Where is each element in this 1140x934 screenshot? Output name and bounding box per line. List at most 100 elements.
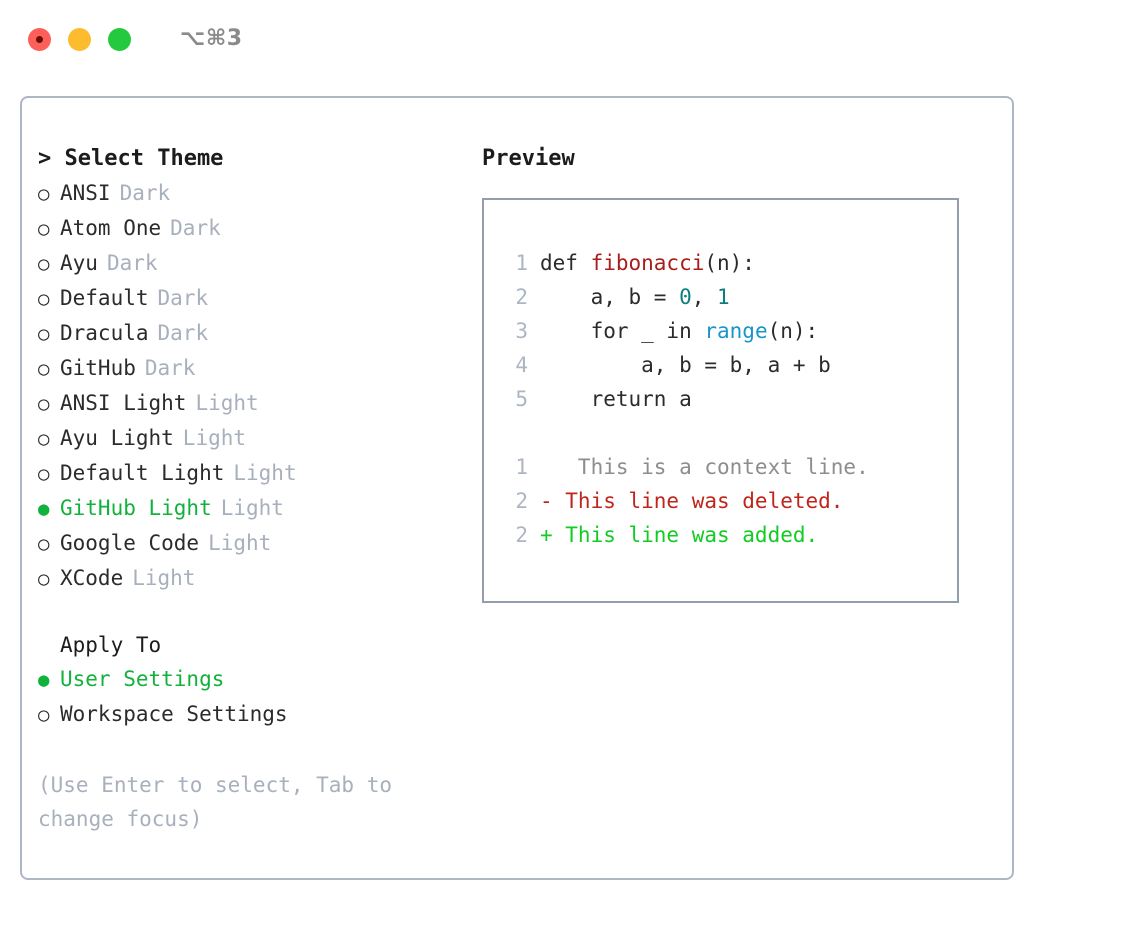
diff-sample: 1 This is a context line.2- This line wa…	[502, 450, 957, 552]
theme-option-label: XCode	[60, 566, 124, 590]
apply-to-option-row[interactable]: ○Workspace Settings	[38, 697, 468, 732]
code-line: 3 for _ in range(n):	[502, 314, 957, 348]
code-token-num: 0	[679, 285, 692, 309]
code-line-content: a, b = b, a + b	[540, 348, 831, 382]
keyboard-hint-text: (Use Enter to select, Tab to change focu…	[38, 773, 405, 831]
radio-unselected-icon: ○	[38, 183, 50, 205]
code-line: 2 a, b = 0, 1	[502, 280, 957, 314]
theme-option-row[interactable]: ○ ANSI Dark	[38, 176, 468, 211]
apply-to-option-list[interactable]: ● User Settings ○Workspace Settings	[38, 662, 468, 732]
radio-unselected-icon: ○	[38, 323, 50, 345]
theme-variant-tag: Dark	[157, 321, 209, 345]
zoom-button-icon[interactable]	[108, 27, 131, 51]
code-token-plain: return a	[540, 387, 692, 411]
radio-unselected-icon: ○	[38, 288, 50, 310]
theme-option-row[interactable]: ○ Default Light Light	[38, 456, 468, 491]
apply-to-option-label: User Settings	[60, 667, 225, 691]
radio-unselected-icon: ○	[38, 253, 50, 275]
close-button-icon[interactable]	[28, 27, 51, 51]
traffic-light-controls	[28, 27, 131, 51]
theme-option-label: ANSI Light	[60, 391, 187, 415]
theme-variant-tag: Light	[132, 566, 196, 590]
theme-option-label: Google Code	[60, 531, 200, 555]
theme-variant-tag: Dark	[157, 286, 209, 310]
code-line-content: for _ in range(n):	[540, 314, 819, 348]
apply-to-option-row[interactable]: ● User Settings	[38, 662, 468, 697]
title-bar: ⌥⌘3	[0, 0, 1140, 78]
theme-option-label: Ayu Light	[60, 426, 174, 450]
theme-option-row[interactable]: ○ Ayu Light Light	[38, 421, 468, 456]
radio-unselected-icon: ○	[38, 428, 50, 450]
code-line: 4 a, b = b, a + b	[502, 348, 957, 382]
theme-option-label: Atom One	[60, 216, 162, 240]
code-line-number: 2	[515, 285, 528, 309]
theme-variant-tag: Dark	[170, 216, 221, 240]
keyboard-shortcut-label: ⌥⌘3	[180, 26, 243, 51]
code-token-plain: (n):	[767, 319, 819, 343]
code-token-plain: a, b = b, a + b	[540, 353, 831, 377]
code-line: 5 return a	[502, 382, 957, 416]
code-token-num: 1	[717, 285, 730, 309]
code-token-plain: for _ in	[540, 319, 705, 343]
diff-line-content-added: + This line was added.	[540, 523, 819, 547]
theme-option-label: GitHub	[60, 356, 136, 380]
diff-line: 1 This is a context line.	[502, 450, 957, 484]
section-spacer	[38, 596, 468, 628]
theme-option-label: ANSI	[60, 181, 111, 205]
theme-variant-tag: Dark	[144, 356, 196, 380]
radio-unselected-icon: ○	[38, 568, 50, 590]
code-token-fn: fibonacci	[590, 251, 705, 275]
apply-to-header: Apply To	[60, 633, 162, 657]
theme-variant-tag: Light	[182, 426, 247, 450]
radio-unselected-icon: ○	[38, 533, 50, 555]
code-token-plain: ,	[691, 285, 718, 309]
diff-line-number: 1	[515, 455, 528, 479]
theme-option-label: Ayu	[60, 251, 98, 275]
radio-unselected-icon: ○	[38, 463, 50, 485]
radio-unselected-icon: ○	[38, 358, 50, 380]
theme-option-label: Default Light	[60, 461, 225, 485]
theme-option-label: GitHub Light	[60, 496, 212, 520]
theme-variant-tag: Light	[220, 496, 284, 520]
code-token-plain: def	[540, 251, 591, 275]
radio-selected-icon: ●	[38, 669, 50, 691]
theme-variant-tag: Dark	[106, 251, 158, 275]
diff-line-number: 2	[515, 489, 528, 513]
code-diff-spacer	[502, 416, 957, 450]
theme-variant-tag: Dark	[119, 181, 171, 205]
radio-unselected-icon: ○	[38, 218, 50, 240]
code-token-plain: a, b =	[540, 285, 680, 309]
diff-line: 2 + This line was added.	[502, 518, 957, 552]
radio-unselected-icon: ○	[38, 704, 50, 726]
theme-option-row[interactable]: ○ Ayu Dark	[38, 246, 468, 281]
code-line-content: def fibonacci(n):	[540, 246, 755, 280]
theme-option-row[interactable]: ○ Atom One Dark	[38, 211, 468, 246]
theme-option-label: Dracula	[60, 321, 149, 345]
preview-title: Preview	[482, 146, 575, 171]
code-line-number: 5	[515, 387, 528, 411]
theme-variant-tag: Light	[233, 461, 297, 485]
diff-line: 2- This line was deleted.	[502, 484, 957, 518]
theme-option-row[interactable]: ○ GitHub Dark	[38, 351, 468, 386]
code-token-plain: (n):	[704, 251, 755, 275]
code-line-content: a, b = 0, 1	[540, 280, 730, 314]
theme-variant-tag: Light	[195, 391, 259, 415]
code-line-number: 3	[515, 319, 528, 343]
theme-option-row[interactable]: ○ XCode Light	[38, 561, 468, 596]
diff-line-number: 2	[515, 523, 528, 547]
select-theme-header: > Select Theme	[38, 146, 224, 171]
code-line-content: return a	[540, 382, 692, 416]
minimize-button-icon[interactable]	[68, 27, 91, 51]
theme-option-row[interactable]: ○ Dracula Dark	[38, 316, 468, 351]
